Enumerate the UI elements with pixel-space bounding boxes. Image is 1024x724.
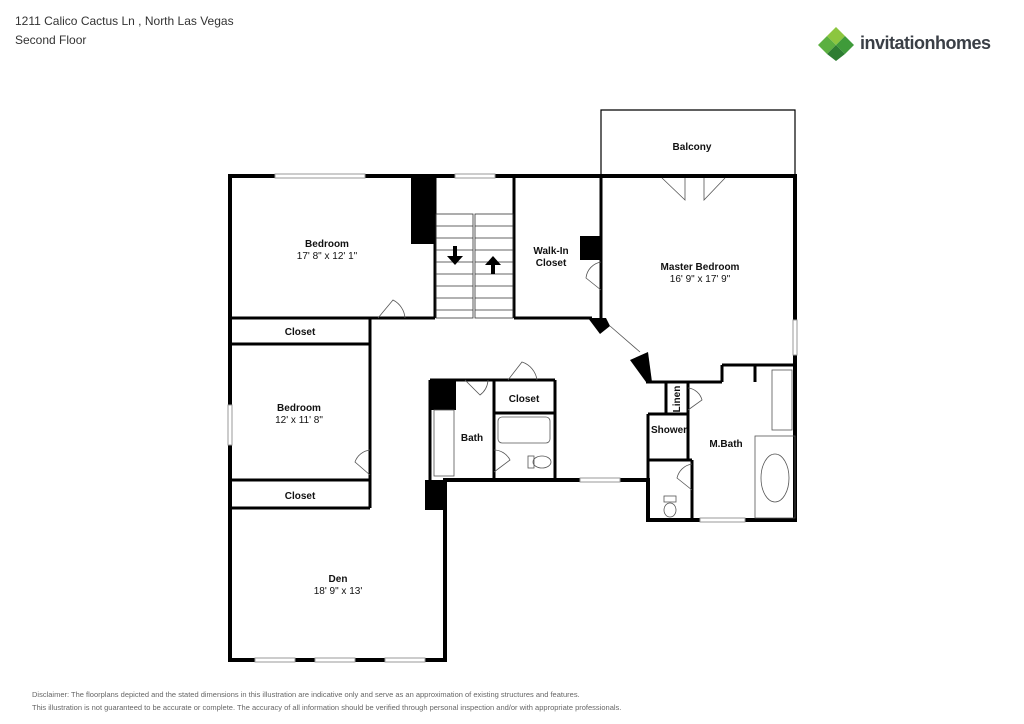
stair-arrows bbox=[447, 246, 501, 274]
walkin-label-line1: Walk-In bbox=[533, 246, 568, 257]
stairs bbox=[435, 213, 514, 319]
shower-label: Shower bbox=[651, 425, 687, 436]
bedroom1-label: Bedroom bbox=[305, 239, 349, 250]
balcony-outline bbox=[600, 109, 796, 176]
room-labels: Balcony Bedroom 17' 8" x 12' 1" Walk-In … bbox=[275, 142, 743, 597]
linen-label: Linen bbox=[672, 386, 683, 413]
den-label: Den bbox=[329, 574, 348, 585]
master-bedroom-label: Master Bedroom bbox=[661, 262, 740, 273]
walkin-label-line2: Closet bbox=[536, 258, 567, 269]
closet2-label: Closet bbox=[285, 491, 316, 502]
doors bbox=[354, 177, 726, 491]
bedroom2-label: Bedroom bbox=[277, 403, 321, 414]
brand-name: invitationhomes bbox=[860, 33, 991, 53]
arrow-up-icon bbox=[485, 256, 501, 265]
balcony-label: Balcony bbox=[673, 142, 712, 153]
bath-label: Bath bbox=[461, 433, 483, 444]
den-dims: 18' 9" x 13' bbox=[314, 586, 363, 597]
windows bbox=[227, 173, 798, 663]
closet1-label: Closet bbox=[285, 327, 316, 338]
floor-label: Second Floor bbox=[15, 33, 87, 47]
wall-blocks bbox=[411, 176, 652, 510]
diamond-logo-icon bbox=[818, 27, 854, 61]
property-address: 1211 Calico Cactus Ln , North Las Vegas bbox=[15, 14, 234, 28]
disclaimer-line-2: This illustration is not guaranteed to b… bbox=[32, 703, 622, 712]
bedroom2-dims: 12' x 11' 8" bbox=[275, 415, 323, 426]
bedroom1-dims: 17' 8" x 12' 1" bbox=[297, 251, 358, 262]
master-bath-label: M.Bath bbox=[709, 439, 742, 450]
hall-closet-label: Closet bbox=[509, 394, 540, 405]
arrow-down-icon bbox=[447, 256, 463, 265]
master-bedroom-dims: 16' 9" x 17' 9" bbox=[670, 274, 731, 285]
interior-walls bbox=[230, 176, 795, 520]
fixtures bbox=[433, 369, 796, 519]
brand-logo: invitationhomes bbox=[818, 26, 1008, 66]
disclaimer-line-1: Disclaimer: The floorplans depicted and … bbox=[32, 690, 580, 699]
